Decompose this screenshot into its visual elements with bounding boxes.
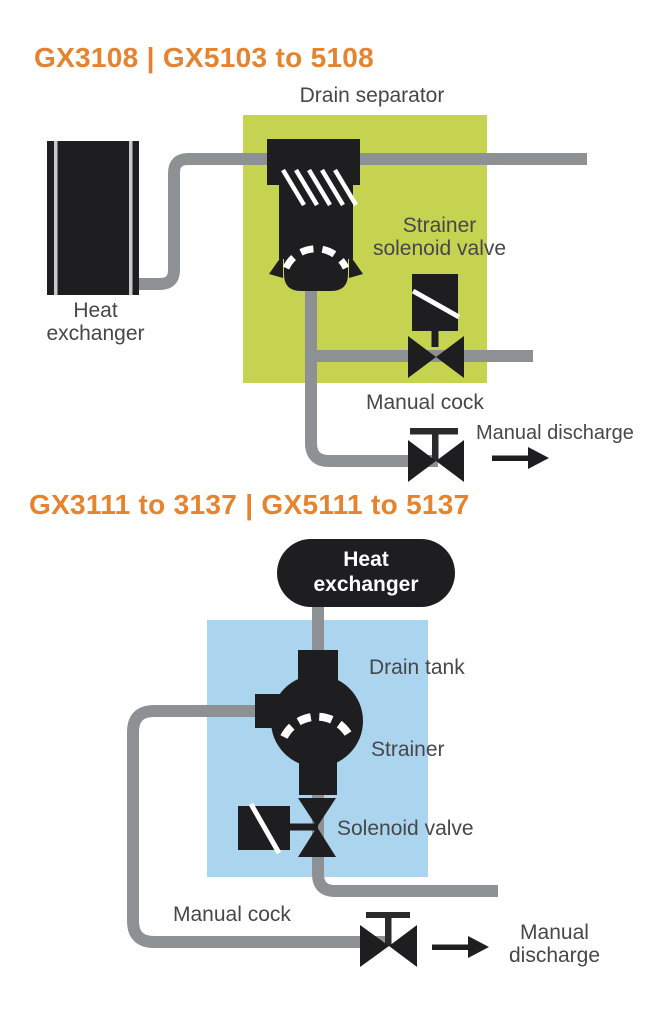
manual-discharge-label: Manual discharge <box>476 422 634 444</box>
manual-discharge-arrow-icon <box>492 447 549 469</box>
strainer-solenoid-label-line1: Strainer <box>402 214 477 237</box>
manual-cock-label: Manual cock <box>366 391 484 414</box>
heat-exchanger-pill-symbol <box>277 539 455 607</box>
pill-label-line2: exchanger <box>313 573 419 596</box>
tank-strainer-dashed-screen <box>280 712 354 739</box>
manual-cock-valve-symbol <box>408 428 464 482</box>
solenoid-valve-label: Solenoid valve <box>337 817 474 840</box>
heat-exchanger-symbol <box>47 141 139 295</box>
drain-tank-symbol <box>255 650 363 795</box>
manual-cock-label-2: Manual cock <box>173 903 291 926</box>
manual-discharge-label-2-line2: discharge <box>508 944 601 967</box>
section-1-heading: GX3108 | GX5103 to 5108 <box>34 42 375 73</box>
heat-exchanger-pill-label: Heat exchanger <box>277 547 455 597</box>
heat-exchanger-label-line1: Heat <box>73 299 118 322</box>
pipe-tank-through-solenoid <box>312 756 498 897</box>
manual-discharge-label-2: Manual discharge <box>492 921 617 967</box>
pipe-separator-to-manual-cock <box>305 278 438 467</box>
strainer-solenoid-valve-label: Strainer solenoid valve <box>337 214 542 260</box>
heat-exchanger-label-line2: exchanger <box>46 322 145 345</box>
manual-discharge-label-2-line1: Manual <box>520 921 589 944</box>
strainer-solenoid-valve-symbol <box>408 274 464 378</box>
pipe-tank-loop-to-manual-cock <box>127 705 385 948</box>
drain-tank-label: Drain tank <box>369 656 465 679</box>
manual-cock-valve-symbol-2 <box>360 912 417 967</box>
strainer-label: Strainer <box>371 738 445 761</box>
strainer-solenoid-label-line2: solenoid valve <box>372 237 507 260</box>
heat-exchanger-label: Heat exchanger <box>18 299 173 345</box>
pipe-heat-exchanger-to-separator <box>139 153 587 290</box>
solenoid-valve-symbol <box>238 798 336 857</box>
section-2-heading: GX3111 to 3137 | GX5111 to 5137 <box>29 489 470 520</box>
strainer-hatch-icon <box>281 168 358 207</box>
pill-label-line1: Heat <box>343 548 389 571</box>
drain-separator-symbol <box>267 139 363 291</box>
manual-discharge-arrow-icon-2 <box>432 936 489 958</box>
drain-separator-label: Drain separator <box>299 84 445 107</box>
strainer-dashed-screen <box>282 245 350 270</box>
